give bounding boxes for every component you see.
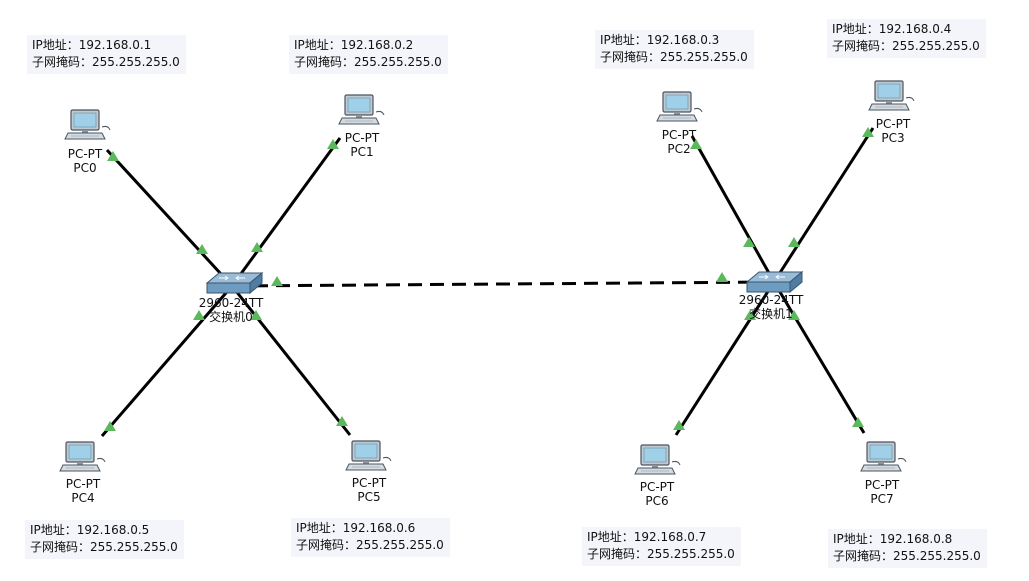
port-up-indicator-icon <box>271 276 283 286</box>
subnet-mask-text: 子网掩码：255.255.255.0 <box>294 55 442 69</box>
subnet-mask-text: 子网掩码：255.255.255.0 <box>832 39 980 53</box>
pc-icon-pc6[interactable] <box>634 444 681 475</box>
pc-name-label: PC2 <box>667 142 691 156</box>
link-pc4-sw0[interactable] <box>100 285 234 437</box>
pc-icon-pc1[interactable] <box>338 94 385 125</box>
links-layer <box>100 127 875 437</box>
pc-name-label: PC1 <box>350 145 374 159</box>
link-pc1-sw0[interactable] <box>230 137 342 287</box>
pc-type-label: PC-PT <box>661 128 697 142</box>
ip-note-pc6[interactable]: IP地址：192.168.0.7 子网掩码：255.255.255.0 <box>582 527 741 566</box>
ip-address-text: IP地址：192.168.0.6 <box>296 521 416 535</box>
subnet-mask-text: 子网掩码：255.255.255.0 <box>587 547 735 561</box>
pc-icon-pc7[interactable] <box>860 441 907 472</box>
pc-name-label: PC6 <box>645 494 669 508</box>
pc-type-label: PC-PT <box>67 147 103 161</box>
link-pc0-sw0[interactable] <box>105 148 234 288</box>
pc-icon-pc2[interactable] <box>656 91 703 122</box>
pc-icon-pc5[interactable] <box>345 440 392 471</box>
link-pc2-sw1[interactable] <box>690 135 776 283</box>
pc-name-label: PC4 <box>71 491 95 505</box>
switch-icon-sw0[interactable] <box>206 272 263 294</box>
pc-type-label: PC-PT <box>864 478 900 492</box>
ip-address-text: IP地址：192.168.0.5 <box>30 523 150 537</box>
pc-name-label: PC0 <box>73 161 97 175</box>
pc-type-label: PC-PT <box>351 476 387 490</box>
ip-address-text: IP地址：192.168.0.8 <box>833 532 953 546</box>
switch-name-label: 交换机1 <box>749 307 793 321</box>
pc-type-label: PC-PT <box>875 117 911 131</box>
pc-icon-pc0[interactable] <box>64 109 111 140</box>
ip-note-pc0[interactable]: IP地址：192.168.0.1 子网掩码：255.255.255.0 <box>27 35 186 74</box>
link-sw0-sw1[interactable] <box>231 280 775 288</box>
switch-type-label: 2960-24TT <box>738 293 804 307</box>
devices-layer <box>59 80 915 475</box>
link-pc5-sw0[interactable] <box>230 285 352 436</box>
subnet-mask-text: 子网掩码：255.255.255.0 <box>296 538 444 552</box>
switch-type-label: 2960-24TT <box>198 296 264 310</box>
ip-address-text: IP地址：192.168.0.7 <box>587 530 707 544</box>
pc-icon-pc3[interactable] <box>868 80 915 111</box>
subnet-mask-text: 子网掩码：255.255.255.0 <box>30 540 178 554</box>
ip-note-pc5[interactable]: IP地址：192.168.0.6 子网掩码：255.255.255.0 <box>291 518 450 557</box>
ip-note-pc7[interactable]: IP地址：192.168.0.8 子网掩码：255.255.255.0 <box>828 529 987 568</box>
link-pc6-sw1[interactable] <box>674 281 776 436</box>
ip-note-pc1[interactable]: IP地址：192.168.0.2 子网掩码：255.255.255.0 <box>289 35 448 74</box>
ip-note-pc3[interactable]: IP地址：192.168.0.4 子网掩码：255.255.255.0 <box>827 19 986 58</box>
switch-icon-sw1[interactable] <box>746 271 803 293</box>
pc-name-label: PC7 <box>870 492 894 506</box>
link-pc7-sw1[interactable] <box>772 281 866 434</box>
ip-note-pc2[interactable]: IP地址：192.168.0.3 子网掩码：255.255.255.0 <box>595 30 754 69</box>
pc-type-label: PC-PT <box>65 477 101 491</box>
ip-address-text: IP地址：192.168.0.3 <box>600 33 720 47</box>
ip-address-text: IP地址：192.168.0.2 <box>294 38 414 52</box>
subnet-mask-text: 子网掩码：255.255.255.0 <box>32 55 180 69</box>
pc-type-label: PC-PT <box>639 480 675 494</box>
subnet-mask-text: 子网掩码：255.255.255.0 <box>600 50 748 64</box>
subnet-mask-text: 子网掩码：255.255.255.0 <box>833 549 981 563</box>
pc-name-label: PC3 <box>881 131 905 145</box>
pc-icon-pc4[interactable] <box>59 441 106 472</box>
port-up-indicator-icon <box>716 272 728 282</box>
ip-note-pc4[interactable]: IP地址：192.168.0.5 子网掩码：255.255.255.0 <box>25 520 184 559</box>
ip-address-text: IP地址：192.168.0.1 <box>32 38 152 52</box>
pc-name-label: PC5 <box>357 490 381 504</box>
link-pc3-sw1[interactable] <box>772 127 875 283</box>
switch-name-label: 交换机0 <box>209 310 253 324</box>
ip-address-text: IP地址：192.168.0.4 <box>832 22 952 36</box>
pc-type-label: PC-PT <box>344 131 380 145</box>
